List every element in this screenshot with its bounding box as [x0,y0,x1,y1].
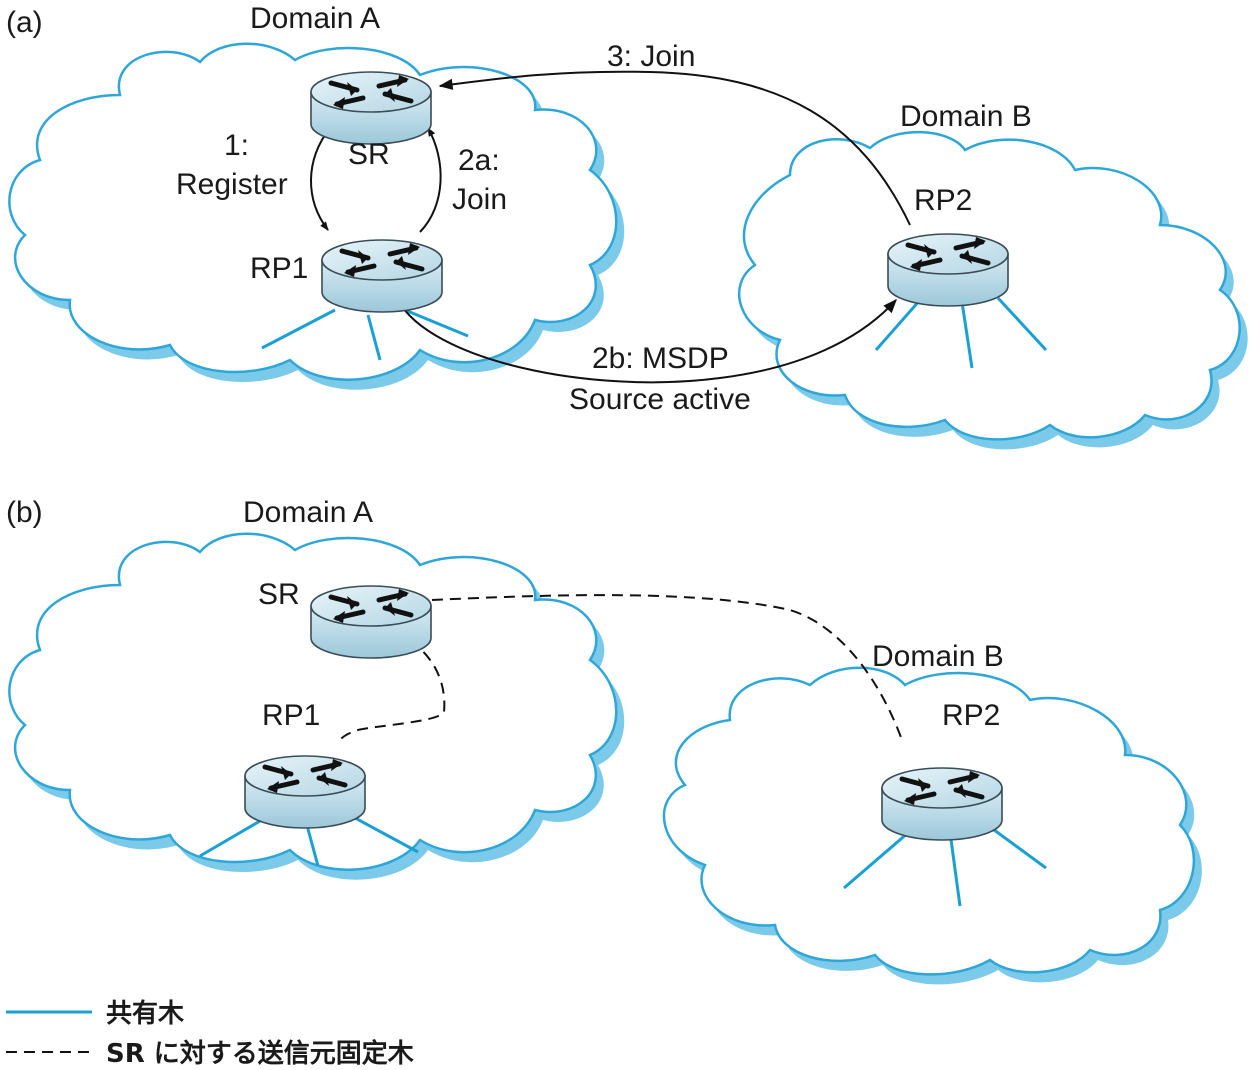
step2a-join-label: Join [452,183,507,216]
shared-tree-branch [948,831,962,907]
rp1-label-b: RP1 [262,699,320,732]
panel-a-tag: (a) [6,6,43,39]
domain-b-label-a: Domain B [900,100,1032,133]
step2a-number: 2a: [458,144,500,177]
step1-number: 1: [224,129,249,162]
legend-shared-tree-label: 共有木 [106,999,184,1029]
domain-a-label-b: Domain A [243,496,373,529]
rp2-label-a: RP2 [914,184,972,217]
step1-register-label: Register [176,168,288,201]
router-rp1-b [245,756,365,828]
msdp-source-active-arrow [397,298,897,384]
sr-label-a: SR [348,138,390,171]
register-arrow [310,127,331,231]
join-3-arrow [438,70,911,226]
domain-a-label-a: Domain A [250,2,380,35]
shared-tree-branch [985,822,1047,870]
shared-tree-branch [843,824,917,890]
source-tree-path-rp1 [337,639,446,745]
rp2-label-b: RP2 [942,699,1000,732]
sr-label-b: SR [258,578,300,611]
join-2a-arrow [419,127,442,233]
router-sr-a [311,72,431,144]
domain-b-label-b: Domain B [872,640,1004,673]
shared-tree-branch [960,301,974,369]
panel-b-tag: (b) [6,496,43,529]
router-rp2-b [882,768,1002,840]
shared-tree-branch [261,308,336,350]
shared-tree-branch [996,296,1048,352]
cloud-domain-a-b [8,532,625,880]
step2b-source-active-label: Source active [569,383,751,416]
shared-tree-branch [874,299,922,351]
rp1-label-a: RP1 [250,252,308,285]
legend-source-tree-label: SR に対する送信元固定木 [106,1038,414,1069]
shared-tree-branch [404,308,469,338]
shared-tree-branch [366,314,382,361]
router-sr-b [311,586,431,658]
step3-join-label: 3: Join [607,40,695,73]
router-rp2-a [888,234,1008,306]
legend: 共有木 SR に対する送信元固定木 [6,999,414,1069]
router-rp1-a [322,240,442,312]
step2b-msdp-label: 2b: MSDP [592,342,729,375]
